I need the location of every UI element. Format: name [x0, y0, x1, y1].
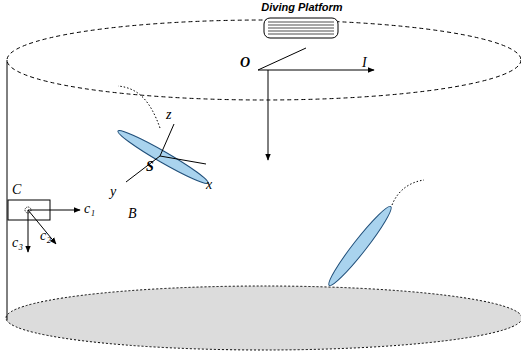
platform-heading: Diving Platform: [248, 1, 356, 13]
axis-name: c₂: [40, 229, 51, 243]
axis-name: c₁: [84, 202, 95, 216]
axis-name: c₃: [12, 236, 23, 250]
frame-name: I: [362, 56, 367, 70]
axis-name: z: [166, 108, 171, 122]
axis-name: x: [206, 178, 212, 192]
frame-name: B: [128, 207, 137, 221]
axis-name: y: [110, 185, 116, 199]
frame-name: C: [12, 183, 21, 197]
diving-platform: Diving Platform: [248, 1, 356, 40]
body-point: S: [146, 160, 154, 174]
frame-origin: O: [240, 56, 250, 70]
